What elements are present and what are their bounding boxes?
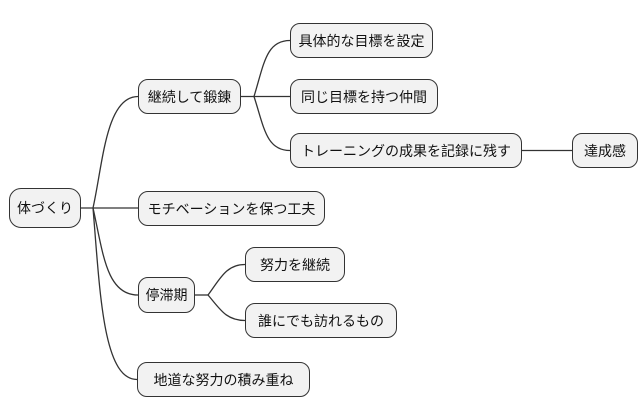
edge-keizoku-to-kiroku bbox=[253, 96, 291, 152]
node-plateau: 停滞期 bbox=[138, 277, 195, 313]
edge-teitai-to-darenimo bbox=[207, 294, 246, 322]
edge-keizoku-to-mokuhyo bbox=[253, 39, 291, 97]
node-root: 体づくり bbox=[9, 188, 81, 228]
node-steady-effort: 地道な努力の積み重ね bbox=[137, 362, 310, 397]
edge-root-to-keizoku bbox=[92, 95, 139, 209]
node-record-results: トレーニングの成果を記録に残す bbox=[290, 133, 522, 168]
edge-root-to-jimichi bbox=[92, 207, 138, 381]
node-same-goal-friends: 同じ目標を持つ仲間 bbox=[290, 79, 438, 114]
node-achievement: 達成感 bbox=[572, 133, 638, 168]
node-keep-training: 継続して鍛錬 bbox=[138, 79, 241, 114]
node-keep-motivation: モチベーションを保つ工夫 bbox=[138, 191, 325, 226]
node-set-specific-goals: 具体的な目標を設定 bbox=[290, 23, 433, 58]
edge-teitai-to-doryoku bbox=[207, 263, 246, 296]
node-continue-effort: 努力を継続 bbox=[245, 247, 345, 282]
node-happens-to-everyone: 誰にでも訪れるもの bbox=[245, 303, 397, 338]
edge-root-to-teitai bbox=[92, 207, 139, 296]
